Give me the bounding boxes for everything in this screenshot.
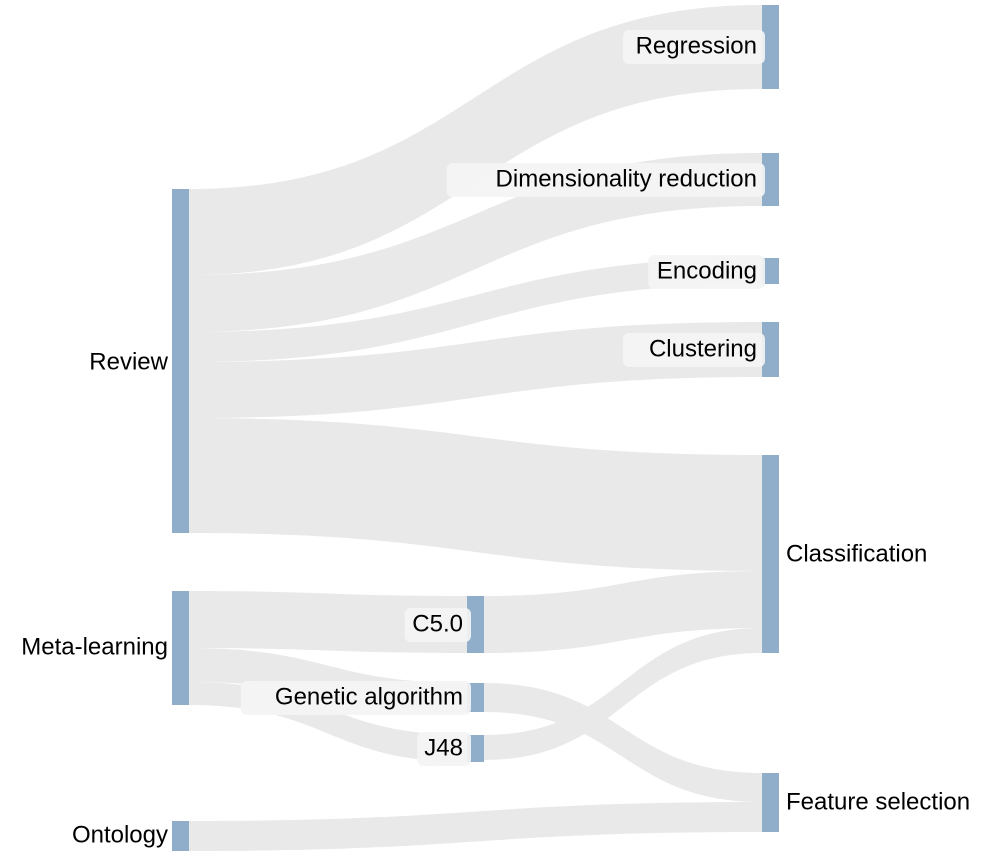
sankey-node-j48[interactable] <box>467 735 484 762</box>
sankey-node-regression[interactable] <box>762 5 779 89</box>
sankey-link-review-to-clustering[interactable] <box>189 322 762 418</box>
sankey-node-label-j48: J48 <box>417 732 471 766</box>
sankey-node-genetic[interactable] <box>467 683 484 712</box>
sankey-label-text-j48: J48 <box>424 734 463 761</box>
sankey-node-label-ontology: Ontology <box>72 821 168 848</box>
sankey-label-plate-j48 <box>417 732 471 766</box>
sankey-node-label-genetic: Genetic algorithm <box>240 681 471 715</box>
sankey-link-ontology-to-featsel[interactable] <box>189 802 762 851</box>
sankey-link-review-to-dimred[interactable] <box>189 153 762 332</box>
sankey-label-text-clustering: Clustering <box>649 335 757 362</box>
sankey-node-label-review: Review <box>89 348 168 375</box>
sankey-label-text-genetic: Genetic algorithm <box>275 683 463 710</box>
sankey-node-label-c50: C5.0 <box>404 608 471 642</box>
sankey-node-dimred[interactable] <box>762 153 779 206</box>
sankey-label-text-encoding: Encoding <box>657 257 757 284</box>
sankey-label-plate-c50 <box>404 608 471 642</box>
sankey-node-label-featsel: Feature selection <box>786 788 970 815</box>
sankey-node-label-meta-learning: Meta-learning <box>21 633 168 660</box>
sankey-label-plate-clustering <box>623 333 765 367</box>
sankey-label-text-featsel: Feature selection <box>786 788 970 815</box>
sankey-label-text-c50: C5.0 <box>412 610 463 637</box>
sankey-node-classification[interactable] <box>762 455 779 653</box>
sankey-links-group <box>189 5 762 851</box>
sankey-node-c50[interactable] <box>467 596 484 653</box>
sankey-label-text-meta-learning: Meta-learning <box>21 633 168 660</box>
sankey-link-review-to-encoding[interactable] <box>189 258 762 362</box>
sankey-link-review-to-regression[interactable] <box>189 5 762 275</box>
sankey-link-genetic-to-featsel[interactable] <box>484 683 762 802</box>
sankey-node-meta-learning[interactable] <box>172 591 189 705</box>
sankey-nodes-group <box>172 5 779 851</box>
sankey-label-text-ontology: Ontology <box>72 821 168 848</box>
sankey-node-label-regression: Regression <box>623 30 765 64</box>
sankey-label-text-regression: Regression <box>636 32 757 59</box>
sankey-node-label-classification: Classification <box>786 540 927 567</box>
sankey-node-ontology[interactable] <box>172 821 189 851</box>
sankey-label-plate-encoding <box>648 255 765 289</box>
sankey-node-encoding[interactable] <box>762 258 779 284</box>
sankey-link-j48-to-classification[interactable] <box>484 628 762 760</box>
sankey-node-featsel[interactable] <box>762 773 779 832</box>
sankey-label-plate-genetic <box>240 681 471 715</box>
sankey-node-clustering[interactable] <box>762 322 779 377</box>
sankey-link-review-to-classification[interactable] <box>189 418 762 571</box>
sankey-link-meta-learning-to-c50[interactable] <box>189 591 467 653</box>
sankey-label-plate-regression <box>623 30 765 64</box>
sankey-label-text-review: Review <box>89 348 168 375</box>
sankey-label-plate-dimred <box>446 163 765 197</box>
sankey-node-label-encoding: Encoding <box>648 255 765 289</box>
sankey-label-text-dimred: Dimensionality reduction <box>496 165 757 192</box>
sankey-node-label-clustering: Clustering <box>623 333 765 367</box>
sankey-link-c50-to-classification[interactable] <box>484 571 762 653</box>
sankey-label-text-classification: Classification <box>786 540 927 567</box>
sankey-node-label-dimred: Dimensionality reduction <box>446 163 765 197</box>
sankey-node-review[interactable] <box>172 189 189 533</box>
